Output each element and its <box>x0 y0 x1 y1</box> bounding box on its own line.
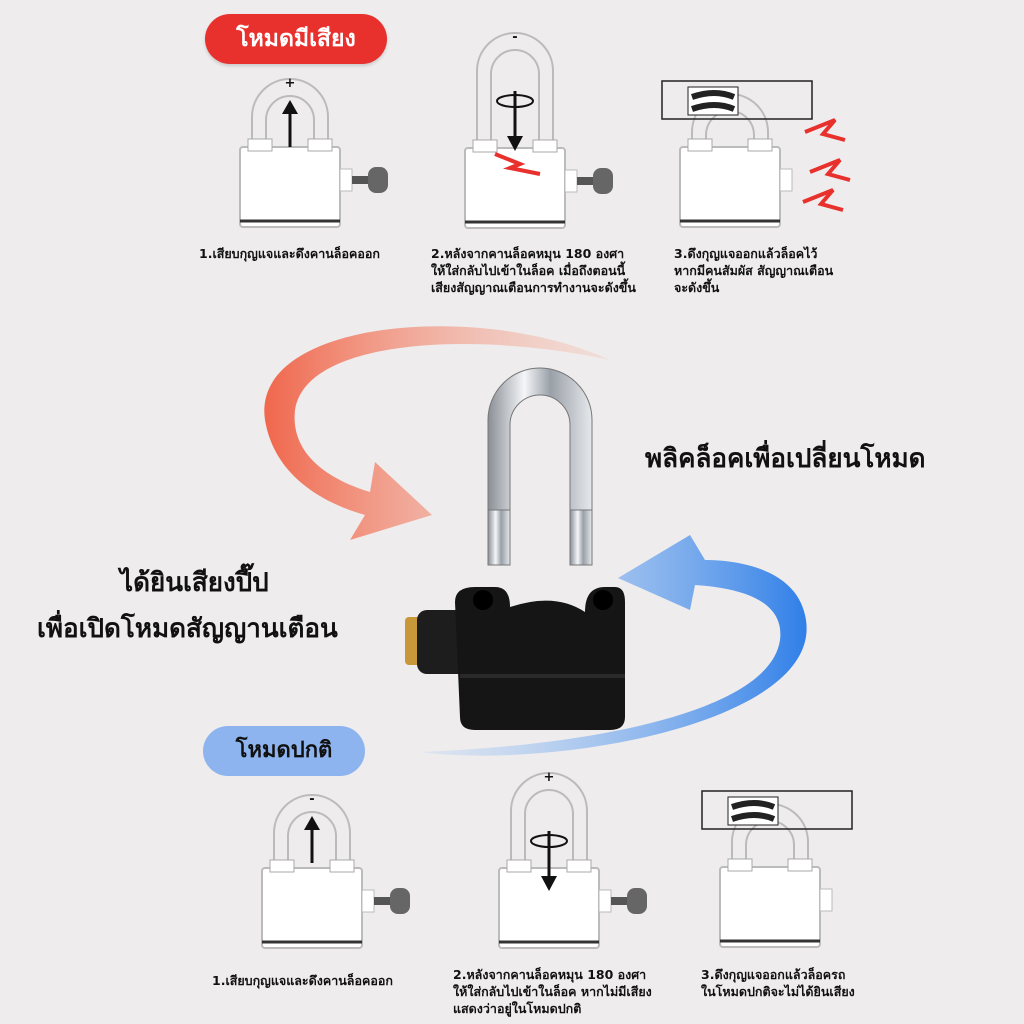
alarm-spark-icon <box>804 118 846 142</box>
rotate-down-icon <box>530 831 568 891</box>
shackle <box>251 78 329 147</box>
normal-mode-badge: โหมดปกติ <box>203 726 365 776</box>
lock-body <box>719 866 821 948</box>
alarm-step-1-caption: 1.เสียบกุญแจและดึงคานล็อคออก <box>199 246 380 261</box>
svg-text:+: + <box>544 770 555 785</box>
shackle <box>510 772 588 868</box>
lock-body <box>261 867 363 949</box>
normal-step-2-caption: 2.หลังจากคานล็อคหมุน 180 องศา ให้ใส่กลับ… <box>453 967 652 1016</box>
arrow-up-icon <box>304 816 320 863</box>
arrow-up-icon <box>282 100 298 147</box>
shackle <box>273 794 351 868</box>
alarm-step-2-caption: 2.หลังจากคานล็อคหมุน 180 องศา ให้ใส่กลับ… <box>431 246 636 295</box>
step-lock-illustration <box>661 80 851 228</box>
step-lock-illustration: + <box>239 76 388 228</box>
padlock-body <box>405 587 625 730</box>
key-icon <box>577 168 613 194</box>
step-lock-illustration <box>701 790 853 948</box>
key-icon <box>352 167 388 193</box>
key-icon <box>374 888 410 914</box>
bike-frame <box>661 80 813 120</box>
step-lock-illustration: + <box>498 770 647 949</box>
alarm-spark-icon <box>802 188 844 212</box>
shackle <box>476 32 554 148</box>
alarm-spark-icon <box>809 158 851 182</box>
bike-frame <box>701 790 853 830</box>
alarm-mode-badge: โหมดมีเสียง <box>205 14 387 64</box>
step-lock-illustration: - <box>464 30 613 229</box>
key-icon <box>611 888 647 914</box>
step-lock-illustration: - <box>261 792 410 949</box>
normal-step-1-caption: 1.เสียบกุญแจและดึงคานล็อคออก <box>212 973 393 988</box>
svg-text:-: - <box>309 792 314 807</box>
beep-text-line1: ได้ยินเสียงปี๊ป <box>120 568 269 598</box>
svg-text:+: + <box>285 76 296 91</box>
alarm-step-3-caption: 3.ดึงกุญแจออกแล้วล็อคไว้ หากมีคนสัมผัส ส… <box>674 246 834 295</box>
rotate-down-icon <box>496 91 534 151</box>
beep-text-line2: เพื่อเปิดโหมดสัญญานเตือน <box>37 614 338 644</box>
flip-instruction: พลิคล็อคเพื่อเปลี่ยนโหมด <box>645 444 926 474</box>
spark-icon <box>494 152 541 176</box>
svg-text:-: - <box>512 30 517 45</box>
padlock-shackle <box>487 367 593 566</box>
normal-step-3-caption: 3.ดึงกุญแจออกแล้วล็อครถ ในโหมดปกติจะไม่ไ… <box>701 967 855 999</box>
